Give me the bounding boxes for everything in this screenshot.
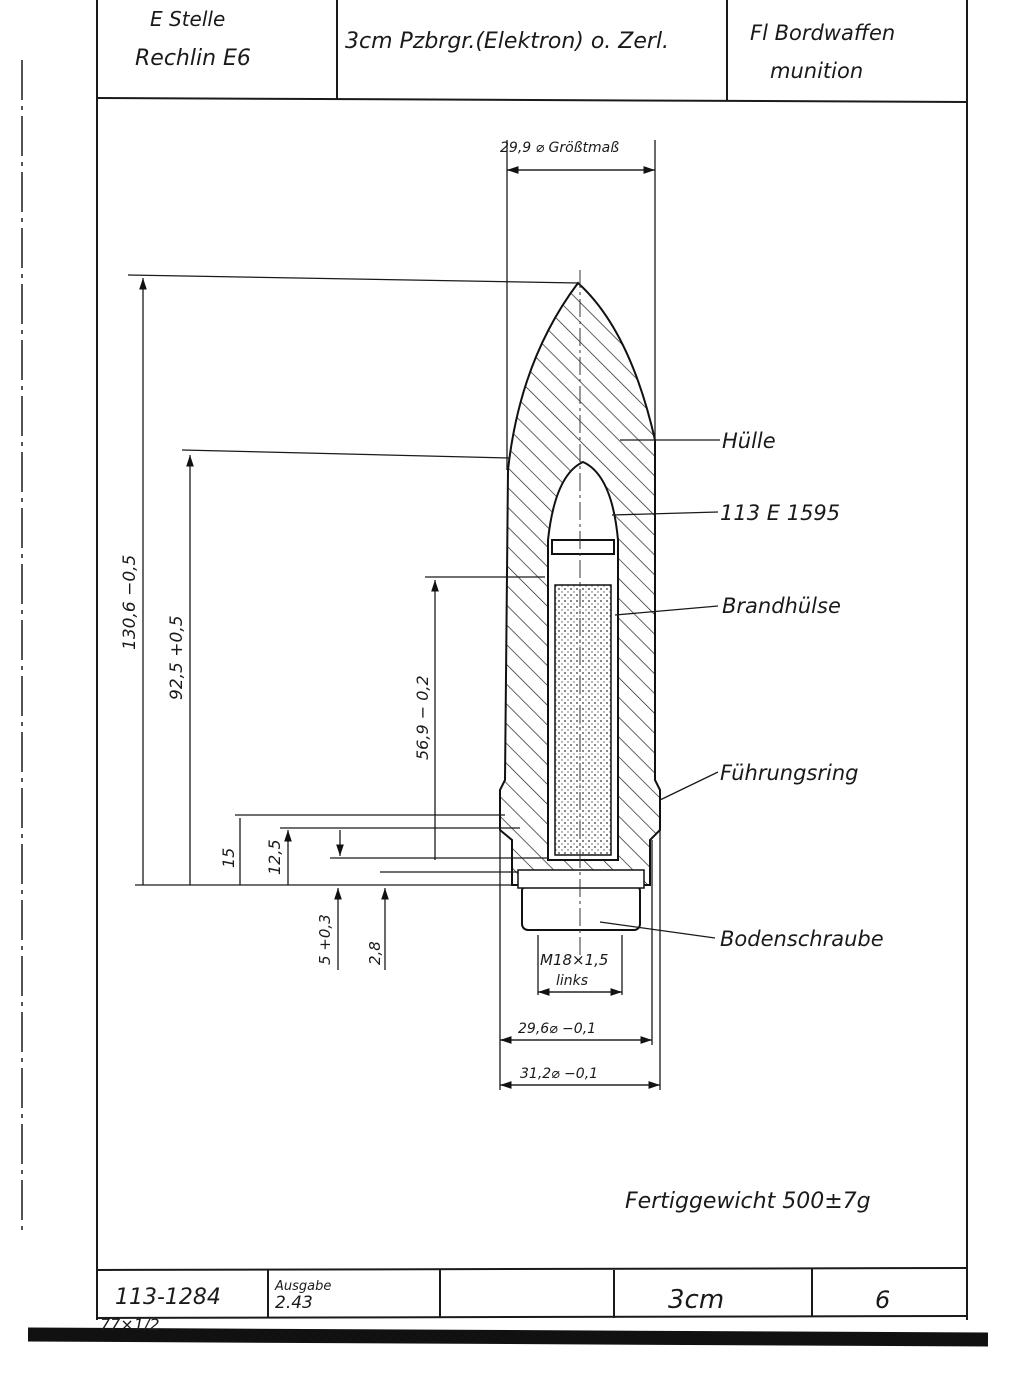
footer-stamp: 77×1/2 (100, 1315, 160, 1334)
label-base-screw: Bodenschraube (720, 927, 884, 951)
dim-5: 5 +0,3 (316, 914, 334, 965)
label-fuze: 113 E 1595 (720, 501, 840, 525)
dim-diameter-29-6: 29,6⌀ −0,1 (518, 1021, 596, 1037)
dim-overall-length: 130,6 −0,5 (120, 555, 140, 650)
label-shell: Hülle (722, 429, 776, 453)
label-driving-band: Führungsring (720, 761, 858, 785)
projectile-section (499, 270, 661, 960)
dim-max-diameter: 29,9 ⌀ Größtmaß (500, 140, 619, 156)
header-category-line2: munition (770, 59, 863, 83)
footer-sheet-number: 6 (875, 1286, 890, 1314)
dim-thread-line2: links (556, 973, 588, 989)
header-title: 3cm Pzbrgr.(Elektron) o. Zerl. (345, 29, 669, 54)
finished-weight: Fertiggewicht 500±7g (625, 1189, 871, 1214)
label-incendiary-sleeve: Brandhülse (722, 594, 841, 618)
dim-15: 15 (219, 848, 238, 868)
scan-edge-bar (27, 1327, 989, 1347)
dim-12-5: 12,5 (265, 839, 284, 875)
footer-drawing-number: 113-1284 (115, 1285, 221, 1310)
header-category-line1: Fl Bordwaffen (750, 21, 895, 45)
header-office-line1: E Stelle (150, 7, 225, 31)
base-screw (521, 884, 641, 931)
drawing-frame (21, 0, 968, 1320)
footer-issue-label: Ausgabe (274, 1279, 331, 1294)
dim-thread-line1: M18×1,5 (540, 951, 608, 969)
dim-length-56: 56,9 − 0,2 (413, 675, 432, 760)
incendiary-fill (554, 584, 612, 856)
dim-2-8: 2,8 (366, 941, 384, 965)
dimension-lines (127, 140, 720, 1090)
footer-issue-date: 2.43 (275, 1293, 313, 1313)
header-office-line2: Rechlin E6 (135, 46, 251, 71)
footer-caliber: 3cm (668, 1285, 724, 1315)
dim-diameter-31-2: 31,2⌀ −0,1 (520, 1066, 598, 1082)
dim-length-92: 92,5 +0,5 (167, 615, 187, 700)
